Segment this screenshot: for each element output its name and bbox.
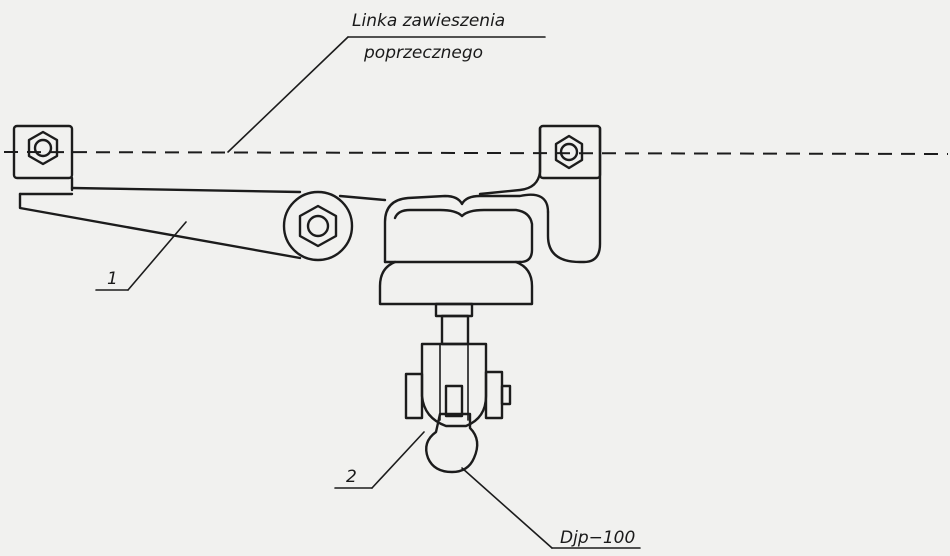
- middle-bolt: [282, 190, 354, 262]
- fork-clamp: [404, 342, 512, 428]
- part-2-leader: [334, 431, 425, 489]
- cable-label-line1: Linka zawieszenia: [352, 11, 505, 31]
- wire-type-label: Djp−100: [560, 528, 635, 548]
- insulator-cap: [378, 260, 534, 306]
- part-1-leader: [95, 221, 187, 291]
- part-1-label: 1: [107, 269, 118, 289]
- part-2-label: 2: [346, 467, 357, 487]
- left-clamp: [12, 124, 74, 180]
- contact-wire-section: [425, 412, 479, 474]
- wire-label-leader: [461, 467, 641, 549]
- stem: [434, 302, 474, 346]
- cable-label-line2: poprzecznego: [363, 43, 483, 63]
- suspension-cable-dashed-line: [3, 151, 949, 155]
- cable-label-leader: [227, 36, 546, 153]
- bracket-arm: [18, 176, 387, 260]
- right-clamp: [538, 124, 602, 180]
- insulator-body: [383, 126, 602, 264]
